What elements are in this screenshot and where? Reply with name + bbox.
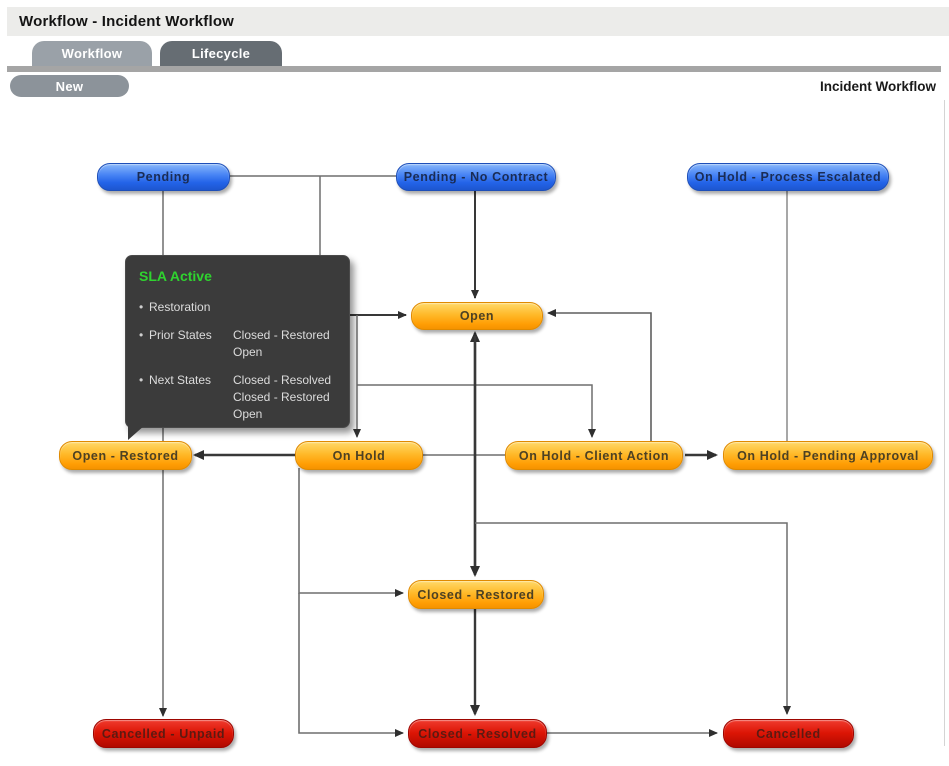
bullet-icon: • xyxy=(139,373,144,387)
prior-state-value: Closed - Restored xyxy=(233,328,330,342)
tooltip-title: SLA Active xyxy=(139,268,212,284)
sla-tooltip: SLA Active • Restoration • Prior States … xyxy=(125,255,350,440)
page-title: Workflow - Incident Workflow xyxy=(19,13,235,30)
node-on-hold-pending-approval[interactable]: On Hold - Pending Approval xyxy=(723,441,933,470)
node-on-hold-client-action[interactable]: On Hold - Client Action xyxy=(505,441,683,470)
node-cancelled[interactable]: Cancelled xyxy=(723,719,854,748)
bullet-icon: • xyxy=(139,328,144,342)
node-cancelled-unpaid[interactable]: Cancelled - Unpaid xyxy=(93,719,234,748)
tooltip-pointer xyxy=(128,425,145,440)
page-right-border xyxy=(944,100,945,746)
next-state-value: Closed - Restored xyxy=(233,390,330,404)
node-on-hold[interactable]: On Hold xyxy=(295,441,423,470)
bullet-icon: • xyxy=(139,300,144,314)
next-state-value: Closed - Resolved xyxy=(233,373,332,387)
node-open-restored[interactable]: Open - Restored xyxy=(59,441,192,470)
new-button[interactable]: New xyxy=(10,75,129,97)
tooltip-row-next-states: • Next States Closed - Resolved Closed -… xyxy=(139,372,341,423)
window-header: Workflow - Incident Workflow xyxy=(7,7,949,36)
tooltip-row-prior-states: • Prior States Closed - Restored Open xyxy=(139,327,341,361)
tooltip-row-restoration: • Restoration xyxy=(139,300,211,314)
node-pending[interactable]: Pending xyxy=(97,163,230,191)
node-on-hold-process-escalated[interactable]: On Hold - Process Escalated xyxy=(687,163,889,191)
node-closed-restored[interactable]: Closed - Restored xyxy=(408,580,544,609)
tab-workflow[interactable]: Workflow xyxy=(32,41,152,66)
next-state-value: Open xyxy=(233,407,263,421)
node-open[interactable]: Open xyxy=(411,302,543,330)
node-pending-no-contract[interactable]: Pending - No Contract xyxy=(396,163,556,191)
context-title: Incident Workflow xyxy=(819,79,936,94)
node-closed-resolved[interactable]: Closed - Resolved xyxy=(408,719,547,748)
prior-state-value: Open xyxy=(233,345,263,359)
tab-lifecycle[interactable]: Lifecycle xyxy=(160,41,282,66)
tab-divider-bar xyxy=(7,66,941,72)
